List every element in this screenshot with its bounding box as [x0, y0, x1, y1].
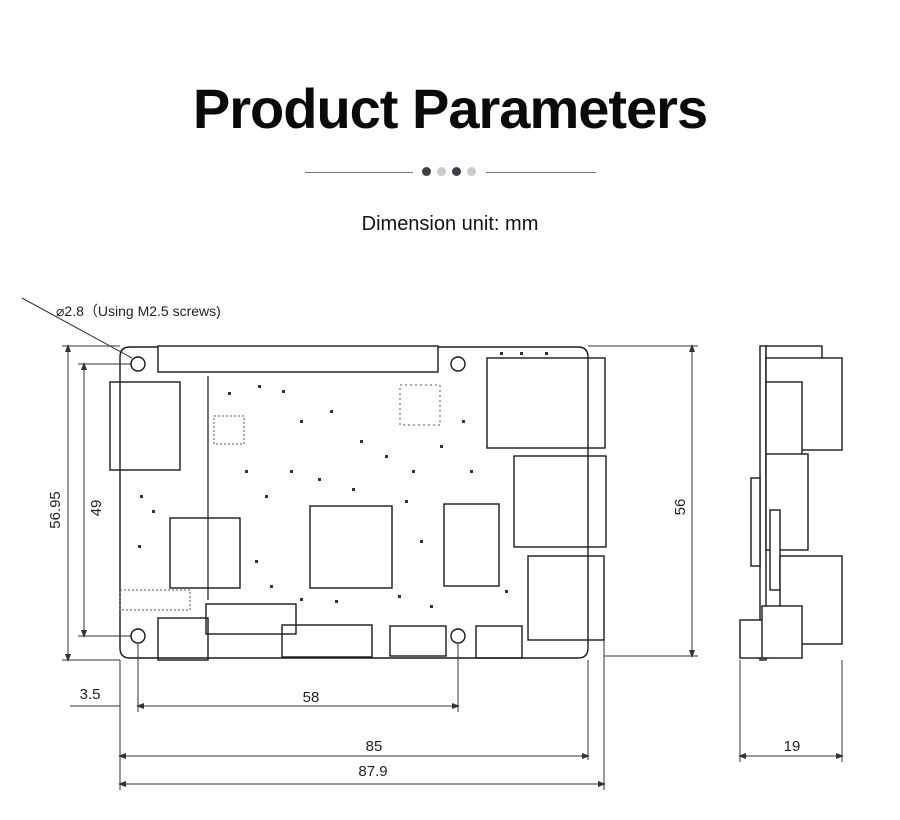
pmic-chip: [443, 503, 500, 587]
dim-label-total-width: 87.9: [358, 763, 387, 780]
dim-label-height-outer: 56.95: [47, 491, 64, 529]
divider-line-left: [305, 172, 413, 173]
soc-chip: [309, 505, 393, 589]
usb-port-lower: [527, 555, 605, 641]
dim-label-height-right: 56: [672, 499, 689, 516]
dim-label-hole-offset: 3.5: [80, 686, 101, 703]
page-title: Product Parameters: [192, 77, 708, 140]
divider-dot-3: [452, 167, 461, 176]
power-connector: [157, 617, 209, 661]
left-module: [109, 381, 181, 471]
pcb-components-detail: [119, 352, 548, 611]
usb-c-connector: [475, 625, 523, 659]
audio-connector: [389, 625, 447, 657]
divider-dot-2: [437, 167, 446, 176]
hole-callout-leader: [21, 297, 133, 359]
board-outline: [119, 346, 589, 659]
mount-hole-bottom-left: [130, 628, 146, 644]
side-mid-tab: [769, 509, 781, 591]
mount-hole-top-right: [450, 356, 466, 372]
title-divider: [300, 165, 600, 179]
board-top-view: [109, 345, 607, 661]
dimension-unit-label: Dimension unit: mm: [361, 213, 539, 235]
side-usb-c: [761, 605, 803, 659]
divider-dot-4: [467, 167, 476, 176]
memory-chip: [169, 517, 241, 589]
dim-label-side-thickness: 19: [784, 738, 801, 755]
board-side-view: [739, 345, 843, 661]
divider-dot-1: [422, 167, 431, 176]
dim-label-board-width: 85: [366, 738, 383, 755]
hdmi-connector: [205, 603, 297, 635]
dim-label-hole-spacing: 58: [303, 689, 320, 706]
mount-hole-top-left: [130, 356, 146, 372]
gpio-header: [157, 345, 439, 373]
dim-label-height-holes: 49: [88, 500, 105, 517]
ethernet-port: [486, 357, 606, 449]
micro-hdmi-connector: [281, 624, 373, 658]
divider-line-right: [486, 172, 596, 173]
hole-callout-text: ⌀2.8（Using M2.5 screws): [56, 303, 221, 319]
side-left-tab: [750, 477, 761, 567]
mount-hole-bottom-right: [450, 628, 466, 644]
usb-port-upper: [513, 455, 607, 548]
